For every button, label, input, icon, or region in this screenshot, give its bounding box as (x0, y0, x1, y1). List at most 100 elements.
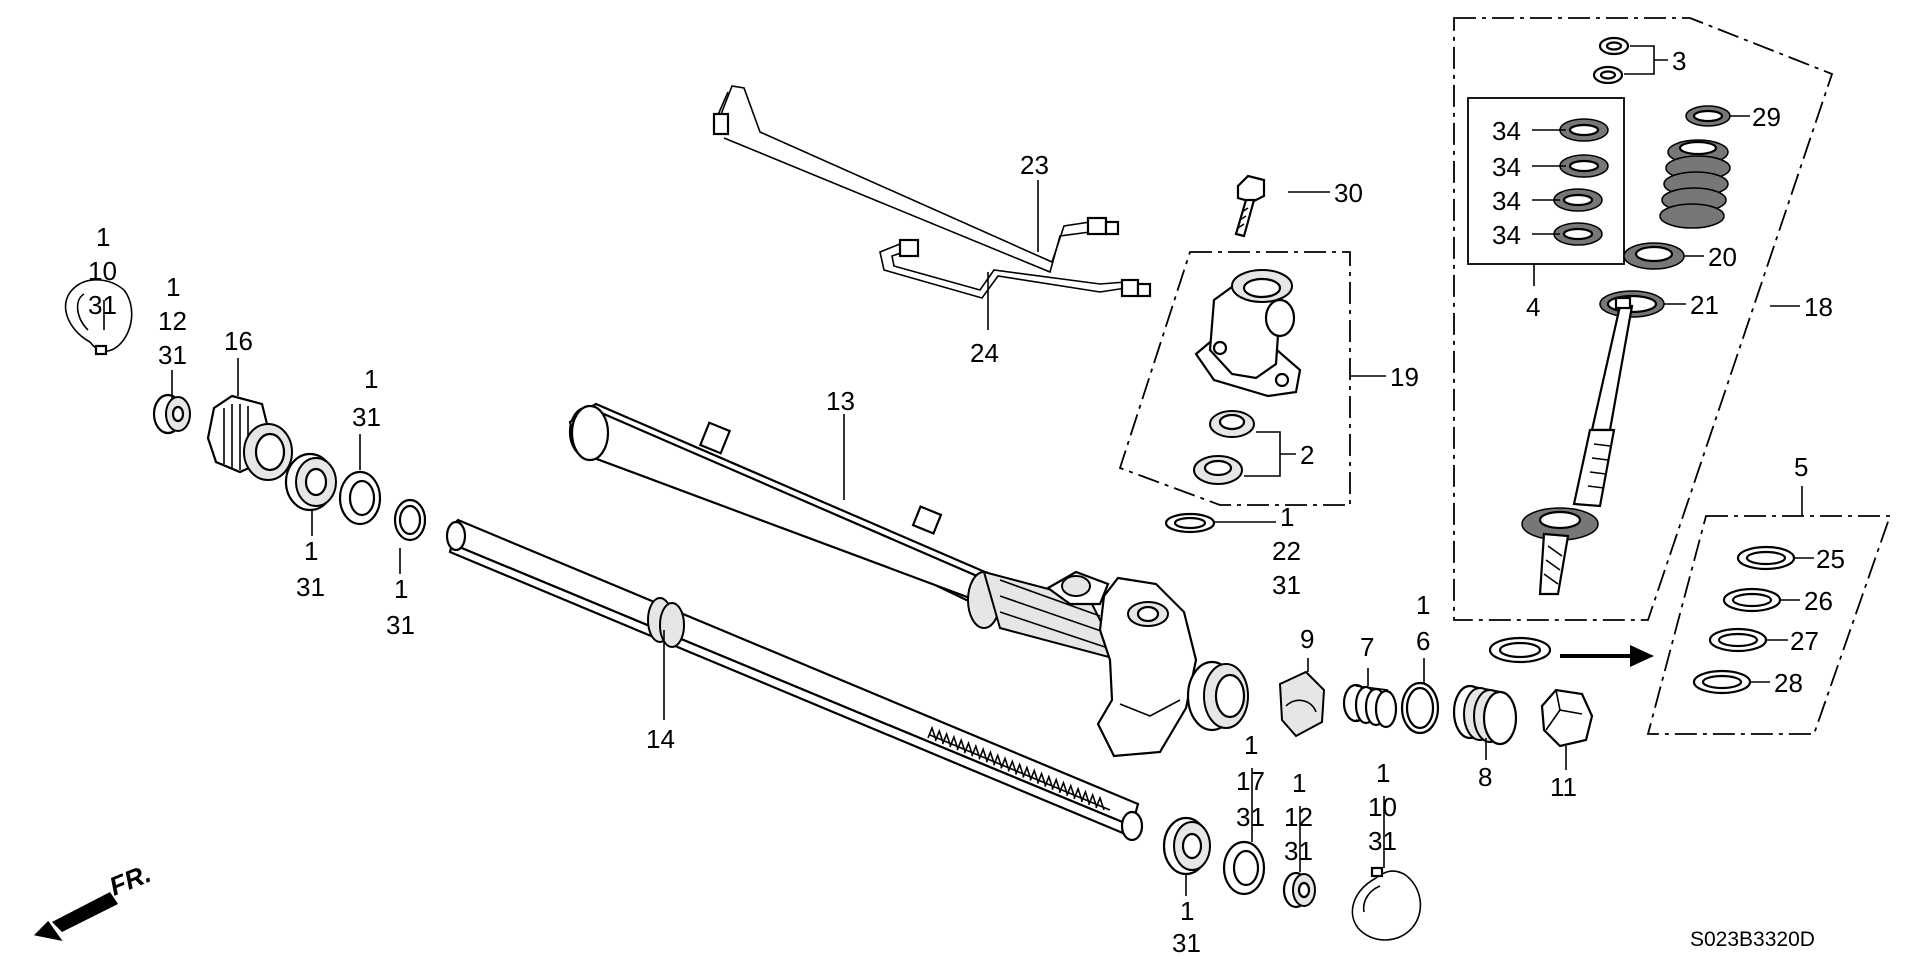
bearing-20 (1623, 242, 1685, 270)
label-28: 28 (1774, 668, 1803, 698)
shims-25-28 (1692, 545, 1796, 695)
rack-tooth (978, 746, 988, 762)
seal-right (1162, 816, 1211, 876)
label-7: 7 (1360, 632, 1374, 662)
label-34-b: 34 (1492, 152, 1521, 182)
rack-tooth (949, 734, 959, 750)
label-13: 13 (826, 386, 855, 416)
label-23: 23 (1020, 150, 1049, 180)
label-1-10-31-right-a: 1 (1376, 758, 1390, 788)
feed-line-23 (712, 85, 1120, 274)
label-4: 4 (1526, 292, 1540, 322)
label-1-12-31-right-a: 1 (1292, 768, 1306, 798)
rack-tooth (1007, 759, 1018, 774)
label-1-22-31-c: 31 (1272, 570, 1301, 600)
label-1-6-a: 1 (1416, 590, 1430, 620)
rack-tooth (971, 743, 981, 759)
rack-tooth (1029, 768, 1040, 783)
label-1-12-31-right-b: 12 (1284, 802, 1313, 832)
label-25: 25 (1816, 544, 1845, 574)
group-arrow (1488, 636, 1654, 667)
o-ring-22 (1164, 512, 1216, 534)
front-label: FR. (105, 858, 155, 902)
rack-tooth (927, 725, 937, 741)
label-26: 26 (1804, 586, 1833, 616)
label-1-6-b: 6 (1416, 626, 1430, 656)
rack-tooth (1066, 783, 1076, 799)
label-1-31-bottom-b: 31 (1172, 928, 1201, 958)
label-1-31-b-b: 31 (296, 572, 325, 602)
valve-body-group-outline (1118, 251, 1351, 506)
diagram-code: S023B3320D (1690, 928, 1815, 951)
label-1-10-31-right-c: 31 (1368, 826, 1397, 856)
cylinder-end-cap (206, 394, 293, 481)
label-18: 18 (1804, 292, 1833, 322)
adjusting-screw-8 (1452, 684, 1518, 746)
o-ring-left (393, 498, 427, 542)
pinion-group-outline (1453, 17, 1834, 621)
front-direction-arrow (33, 892, 118, 941)
label-8: 8 (1478, 762, 1492, 792)
steering-rack (445, 518, 1144, 842)
rack-guide-9 (1278, 670, 1326, 738)
label-1-10-31-left-a: 1 (96, 222, 110, 252)
label-1-31-a-b: 31 (352, 402, 381, 432)
label-1-12-31-left-b: 12 (158, 306, 187, 336)
rack-tooth (1095, 795, 1105, 811)
label-1-17-31-a: 1 (1244, 730, 1258, 760)
label-16: 16 (224, 326, 253, 356)
label-1-31-a-a: 1 (364, 364, 378, 394)
label-1-10-31-left-c: 31 (88, 290, 117, 320)
rack-tooth (1051, 777, 1061, 792)
rack-tooth (1014, 762, 1025, 777)
spring-7 (1342, 683, 1398, 729)
label-27: 27 (1790, 626, 1819, 656)
snap-ring-29 (1685, 105, 1731, 127)
rack-tooth (1000, 756, 1010, 771)
rack-tooth (1058, 780, 1069, 796)
seal-rings-34 (1553, 118, 1609, 246)
rack-tooth (1044, 774, 1054, 789)
rack-housing (568, 402, 1249, 758)
label-1-17-31-b: 17 (1236, 766, 1265, 796)
rack-tooth (1022, 765, 1032, 780)
stopper-right (1282, 871, 1316, 909)
label-29: 29 (1752, 102, 1781, 132)
label-1-12-31-left-c: 31 (158, 340, 187, 370)
rack-tooth (1073, 786, 1083, 802)
label-19: 19 (1390, 362, 1419, 392)
label-14: 14 (646, 724, 675, 754)
callout-labels: 1 10 31 1 12 31 16 1 31 1 31 1 31 13 14 … (88, 46, 1845, 958)
ring-bearing-left (284, 452, 337, 512)
boot-band-left (64, 279, 133, 356)
label-34-a: 34 (1492, 116, 1521, 146)
label-3: 3 (1672, 46, 1686, 76)
o-ring-6 (1400, 681, 1440, 735)
seal-21 (1599, 290, 1665, 318)
label-20: 20 (1708, 242, 1737, 272)
rack-tooth (1080, 789, 1091, 805)
label-1-12-31-right-c: 31 (1284, 836, 1313, 866)
bolt-30 (1234, 174, 1266, 238)
valve-body (1194, 269, 1302, 398)
label-1-22-31-b: 22 (1272, 536, 1301, 566)
label-2: 2 (1300, 440, 1314, 470)
pinion-shaft (1521, 296, 1634, 596)
rack-tooth (956, 737, 966, 753)
label-9: 9 (1300, 624, 1314, 654)
rack-tooth (941, 731, 952, 747)
label-1-31-bottom-a: 1 (1180, 896, 1194, 926)
rack-tooth (1036, 771, 1047, 786)
ring-17 (1222, 840, 1266, 896)
rack-tooth (963, 740, 974, 756)
label-1-22-31-a: 1 (1280, 502, 1294, 532)
label-24: 24 (970, 338, 999, 368)
rack-tooth (985, 750, 996, 765)
stopper-left (152, 393, 191, 435)
seal-left (338, 470, 382, 526)
feed-line-24 (879, 238, 1152, 299)
label-1-31-c-b: 31 (386, 610, 415, 640)
label-34-c: 34 (1492, 186, 1521, 216)
shim-group-outline (1646, 515, 1892, 735)
